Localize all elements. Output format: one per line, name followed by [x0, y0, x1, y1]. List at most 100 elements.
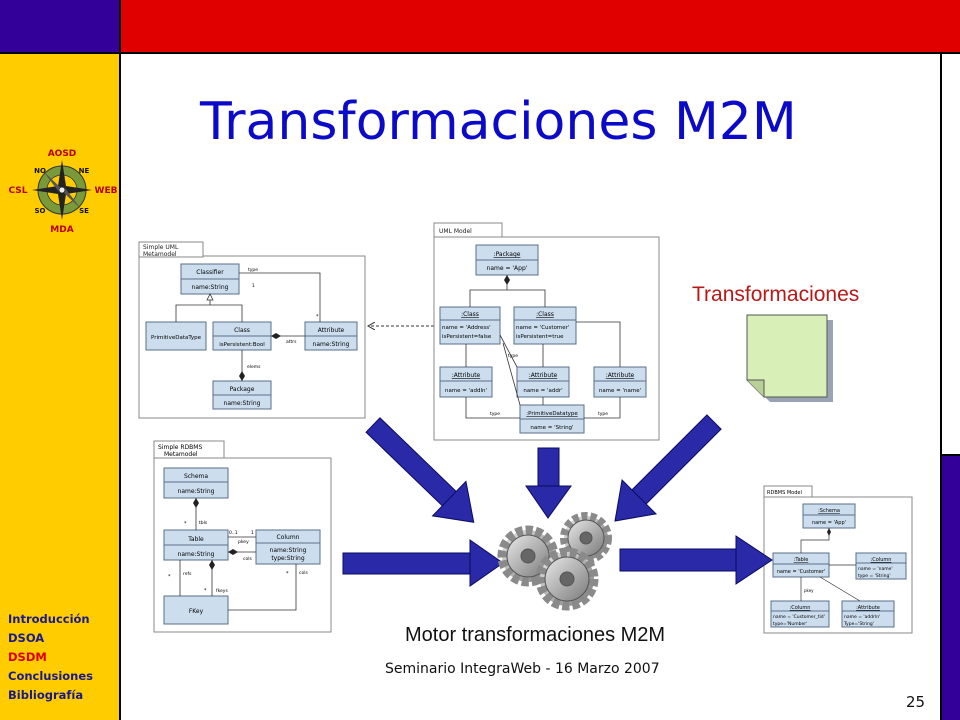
top-left-block	[0, 0, 119, 52]
rdbms-mm-star4: *	[286, 571, 289, 577]
uml-model-attr2: :Attribute	[529, 372, 558, 379]
rdbms-model-schema-name: name = 'App'	[812, 520, 846, 526]
uml-model-tab: UML Model	[439, 228, 472, 235]
rdbms-model-table-name: name = 'Customer'	[777, 569, 826, 575]
rdbms-mm-table: Table	[187, 536, 204, 543]
uml-model-class2-persist: isPersistent=true	[516, 334, 564, 340]
slide-title: Transformaciones M2M	[200, 92, 797, 152]
rdbms-mm-star1: *	[184, 521, 187, 527]
uml-model-class2-name: name = 'Customer'	[516, 325, 569, 331]
rdbms-model-col2: :Column	[790, 605, 811, 611]
logo-ne: NE	[79, 167, 90, 175]
rdbms-model-attr-type: Type='String'	[843, 621, 874, 627]
rdbms-model-col1-type: type = 'String'	[858, 573, 891, 579]
rdbms-mm-schema-attr: name:String	[178, 488, 215, 495]
rdbms-mm-one: 1	[251, 530, 254, 536]
rdbms-model-pkey: pkey	[804, 588, 814, 593]
uml-mm-package: Package	[230, 386, 255, 393]
rdbms-mm-table-attr: name:String	[178, 551, 215, 558]
uml-mm-attrs: attrs	[286, 339, 297, 345]
rdbms-mm-pkey: pkey	[238, 539, 249, 545]
uml-metamodel-tab2: Metamodel	[143, 251, 177, 258]
gear-bottom	[535, 547, 599, 611]
right-blue-bar	[942, 456, 960, 720]
uml-model-class1-persist: isPersistent=false	[442, 334, 492, 340]
rdbms-mm-fkeys: fkeys	[216, 588, 228, 594]
uml-model-primitive-name: name = 'String'	[530, 425, 573, 431]
uml-model-attr3-name: name = 'name'	[599, 388, 641, 394]
uml-mm-attribute-attr: name:String	[313, 341, 350, 348]
rdbms-model-tab: RDBMS Model	[767, 490, 802, 496]
gear-small	[560, 512, 612, 564]
uml-model-package-name: name = 'App'	[487, 265, 528, 272]
uml-model-attr1: :Attribute	[452, 372, 481, 379]
arrow-transformations	[614, 414, 722, 522]
rdbms-model-table: :Table	[794, 557, 809, 563]
uml-mm-primitive: PrimitiveDataType	[151, 335, 202, 341]
slide-footer: Seminario IntegraWeb - 16 Marzo 2007	[385, 661, 660, 677]
uml-mm-one: 1	[252, 283, 255, 289]
transformations-label: Transformaciones	[692, 283, 860, 306]
rdbms-mm-star2: *	[168, 574, 171, 580]
uml-model-class1: :Class	[461, 311, 479, 318]
uml-mm-class-attr: isPersistent:Bool	[219, 342, 265, 348]
nav-item-dsdm[interactable]: DSDM	[8, 650, 47, 664]
nav-item-introduccion[interactable]: Introducción	[8, 612, 90, 626]
uml-model-primitive: :PrimitiveDatatype	[526, 411, 578, 417]
rdbms-mm-refs: refs	[183, 571, 192, 577]
rdbms-mm-column: Column	[277, 534, 300, 541]
rdbms-model-col2-type: type='Number'	[773, 621, 807, 627]
rdbms-metamodel: Simple RDBMS Metamodel Schema name:Strin…	[153, 440, 332, 633]
engine-label: Motor transformaciones M2M	[405, 624, 666, 646]
arrow-rdbms-metamodel	[342, 539, 504, 587]
rdbms-mm-mult: 0..1	[229, 530, 238, 536]
arrow-uml-metamodel	[365, 417, 475, 523]
rdbms-model-col1-name: name = 'name'	[858, 566, 893, 572]
uml-model-attr2-name: name = 'addr'	[523, 388, 562, 394]
logo-se: SE	[79, 207, 89, 215]
uml-model-type1: type	[508, 353, 518, 359]
rdbms-mm-schema: Schema	[184, 473, 208, 480]
nav-item-conclusiones[interactable]: Conclusiones	[8, 669, 93, 683]
arrow-output	[619, 535, 773, 585]
uml-model-package: :Package	[494, 251, 521, 258]
rdbms-model-col2-name: name = 'Customer_tid'	[773, 614, 825, 620]
rdbms-mm-tbls: tbls	[199, 520, 208, 526]
logo-east: WEB	[95, 186, 118, 196]
nav-item-dsoa[interactable]: DSOA	[8, 631, 45, 645]
uml-mm-star: *	[316, 314, 319, 320]
uml-model-type3: type	[598, 411, 608, 417]
rdbms-mm-cols: cols	[243, 556, 252, 562]
rdbms-metamodel-tab: Simple RDBMS	[158, 444, 202, 451]
aosd-compass-logo: AOSD MDA CSL WEB NO NE SO SE	[9, 149, 118, 235]
sidebar-nav: Introducción DSOA DSDM Conclusiones Bibl…	[8, 610, 93, 705]
input-arrows	[342, 414, 773, 587]
uml-mm-classifier-attr: name:String	[192, 284, 229, 291]
transformation-engine-gears-icon	[497, 512, 612, 611]
rdbms-metamodel-tab2: Metamodel	[164, 451, 198, 458]
uml-mm-elems: elems	[247, 364, 261, 370]
logo-west: CSL	[9, 186, 28, 196]
uml-mm-classifier: Classifier	[196, 269, 224, 276]
uml-model-class2: :Class	[536, 311, 554, 318]
uml-model-attr1-name: name = 'addln'	[445, 388, 487, 394]
rdbms-model: RDBMS Model :Schema name = 'App' :Table …	[763, 485, 913, 634]
logo-nw: NO	[34, 167, 46, 175]
uml-model-attr3: :Attribute	[606, 372, 635, 379]
uml-model: UML Model :Package name = 'App' :Class n…	[433, 222, 660, 441]
uml-mm-package-attr: name:String	[224, 400, 261, 407]
rdbms-mm-fkey: FKey	[189, 608, 204, 615]
rdbms-model-attr-name: name = 'addrln'	[844, 614, 880, 620]
uml-mm-class: Class	[234, 327, 250, 334]
uml-mm-type: type	[248, 267, 258, 273]
rdbms-model-schema: :Schema	[818, 508, 840, 514]
rdbms-mm-column-name: name:String	[270, 547, 307, 554]
page-number: 25	[906, 693, 926, 711]
logo-south: MDA	[50, 225, 73, 235]
top-banner	[121, 0, 960, 52]
uml-model-class1-name: name = 'Address'	[442, 325, 491, 331]
nav-item-bibliografia[interactable]: Bibliografía	[8, 688, 84, 702]
logo-sw: SO	[35, 207, 46, 215]
rdbms-mm-star3: *	[204, 588, 207, 594]
rdbms-mm-column-type: type:String	[271, 555, 305, 562]
